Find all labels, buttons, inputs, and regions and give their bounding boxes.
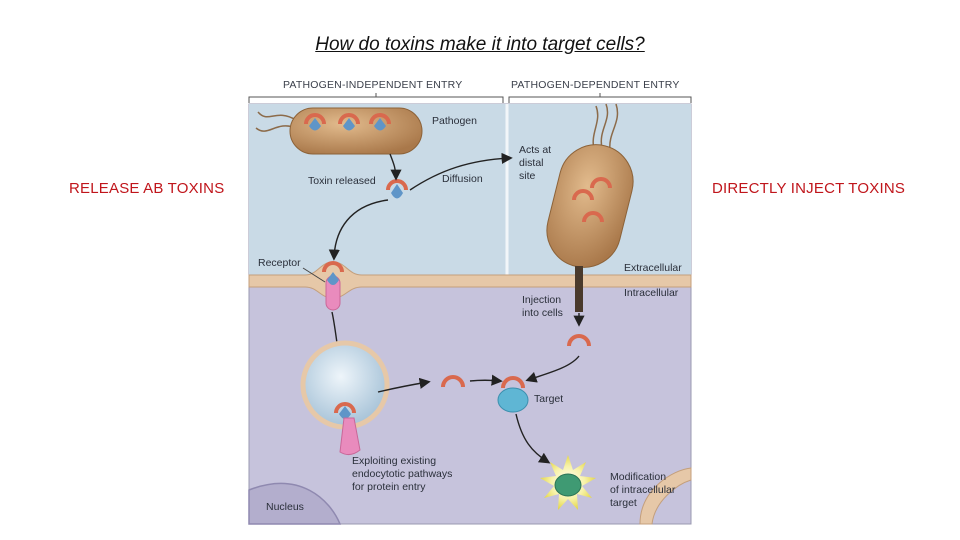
arrow-release-from-vesicle [377, 377, 431, 393]
arrow-injected-to-target [525, 355, 580, 383]
modification-label-3: target [610, 497, 637, 509]
vesicle-receptor [339, 417, 361, 456]
injection-label-1: Injection [522, 294, 561, 306]
diffusion-label: Diffusion [442, 173, 483, 185]
arrow-release [389, 153, 402, 181]
acts-label-2: distal [519, 157, 544, 169]
exploiting-label-3: for protein entry [352, 481, 426, 493]
cell-membrane [248, 261, 692, 299]
arrow-modification [515, 413, 551, 464]
target-label: Target [534, 393, 563, 405]
page-title: How do toxins make it into target cells? [315, 34, 645, 55]
receptor-with-toxin [322, 261, 344, 311]
receptor-pointer [302, 267, 326, 283]
pathogen-flagellum [257, 111, 297, 121]
exploiting-label-1: Exploiting existing [352, 455, 436, 467]
directly-inject-toxins-label: DIRECTLY INJECT TOXINS [712, 180, 906, 197]
modification-label-2: of intracellular [610, 484, 676, 496]
independent-bracket [248, 96, 504, 103]
target-protein [497, 376, 529, 413]
release-ab-toxins-label: RELEASE AB TOXINS [69, 180, 225, 197]
independent-entry-header: PATHOGEN-INDEPENDENT ENTRY [283, 79, 462, 91]
acts-label-3: site [519, 170, 536, 182]
injected-toxin [567, 334, 591, 347]
dependent-bracket [508, 96, 692, 103]
cytosolic-toxin [441, 375, 465, 388]
injecting-bacterium-toxins [572, 177, 612, 223]
intracellular-label: Intracellular [624, 287, 679, 299]
nucleus-label: Nucleus [266, 501, 304, 513]
acts-label-1: Acts at [519, 144, 551, 156]
injecting-flagellum [609, 103, 619, 151]
injection-label-2: into cells [522, 307, 563, 319]
pathogen-toxins [304, 113, 391, 131]
toxin-released-label: Toxin released [308, 175, 376, 187]
arrow-diffusion [409, 152, 513, 191]
modification-label-1: Modification [610, 471, 666, 483]
nucleus [248, 482, 342, 525]
injecting-flagellum [600, 103, 609, 149]
dependent-entry-header: PATHOGEN-DEPENDENT ENTRY [511, 79, 680, 91]
vesicle-toxin [334, 402, 356, 419]
modified-target [540, 455, 596, 510]
arrow-to-receptor [328, 199, 389, 261]
exploiting-label-2: endocytotic pathways [352, 468, 452, 480]
released-toxin [386, 179, 408, 199]
injection-needle [575, 266, 583, 312]
organelle-membrane [639, 467, 692, 525]
pathogen-label: Pathogen [432, 115, 477, 127]
receptor-label: Receptor [258, 257, 301, 269]
arrow-to-target [469, 374, 503, 386]
extracellular-label: Extracellular [624, 262, 682, 274]
